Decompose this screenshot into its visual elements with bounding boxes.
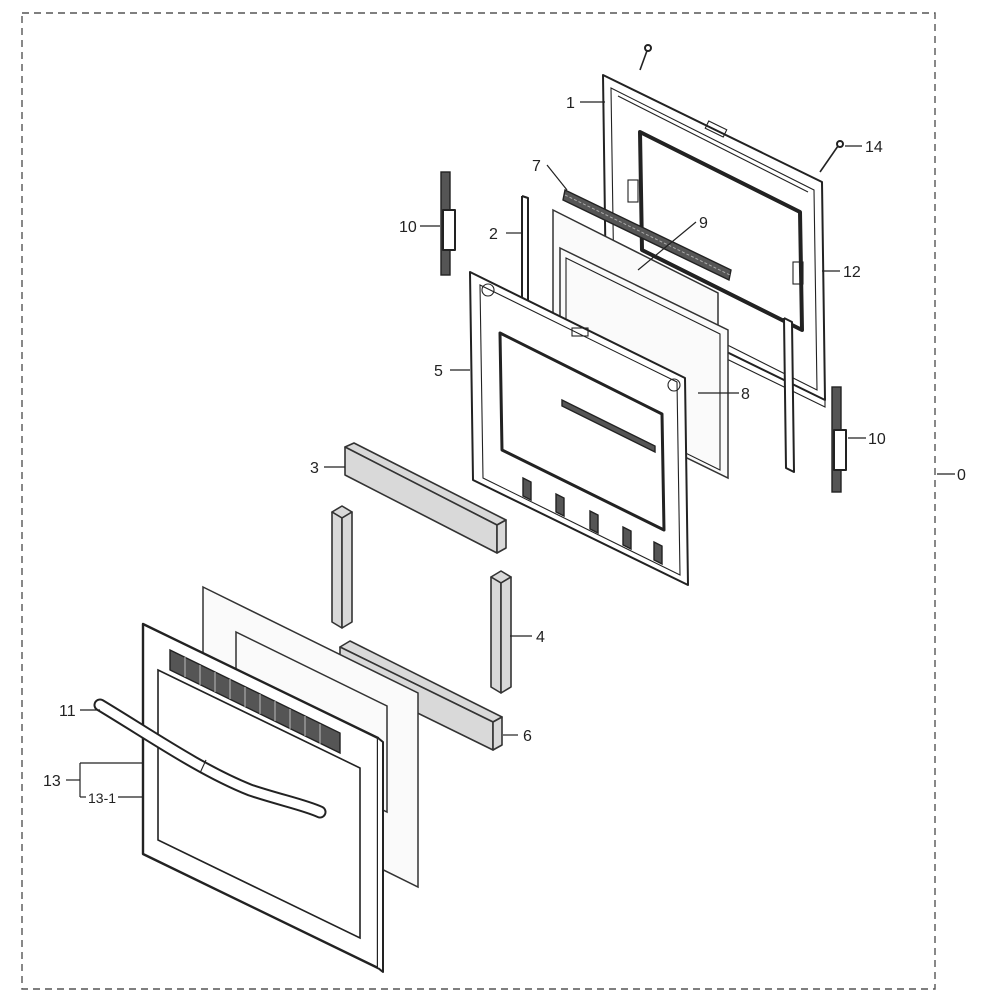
assembly-boundary <box>21 12 936 990</box>
callout-10-left: 10 <box>399 219 417 236</box>
hinge-10-left <box>440 171 456 276</box>
insulation-post-4-left <box>331 505 353 629</box>
hinge-10-right <box>831 386 847 493</box>
side-bracket-2 <box>521 195 529 311</box>
callout-0: 0 <box>957 467 966 484</box>
middle-door-frame-5 <box>469 271 689 586</box>
callout-6: 6 <box>523 728 532 745</box>
callout-13: 13 <box>43 773 61 790</box>
callout-11: 11 <box>59 703 76 720</box>
screw-14 <box>819 140 844 173</box>
screw-top <box>639 44 652 71</box>
insulation-block-3 <box>344 442 507 554</box>
callout-7: 7 <box>532 158 541 175</box>
callout-2: 2 <box>489 226 498 243</box>
callout-8: 8 <box>741 386 750 403</box>
callout-13-1: 13-1 <box>88 790 116 806</box>
callout-3: 3 <box>310 460 319 477</box>
side-bracket-right <box>783 317 795 473</box>
leader-lines <box>66 101 955 798</box>
callout-4: 4 <box>536 629 545 646</box>
door-gasket-7 <box>562 188 732 282</box>
callout-14: 14 <box>865 139 883 156</box>
callout-12: 12 <box>843 264 861 281</box>
door-handle-11 <box>93 698 327 819</box>
inner-door-liner <box>602 74 826 408</box>
callout-9: 9 <box>699 215 708 232</box>
insulation-post-4-right <box>490 570 512 694</box>
callout-labels: 1 2 3 4 5 6 7 8 9 10 10 11 12 13 13-1 14… <box>43 95 966 806</box>
callout-5: 5 <box>434 363 443 380</box>
callout-10-right: 10 <box>868 431 886 448</box>
callout-1: 1 <box>566 95 575 112</box>
